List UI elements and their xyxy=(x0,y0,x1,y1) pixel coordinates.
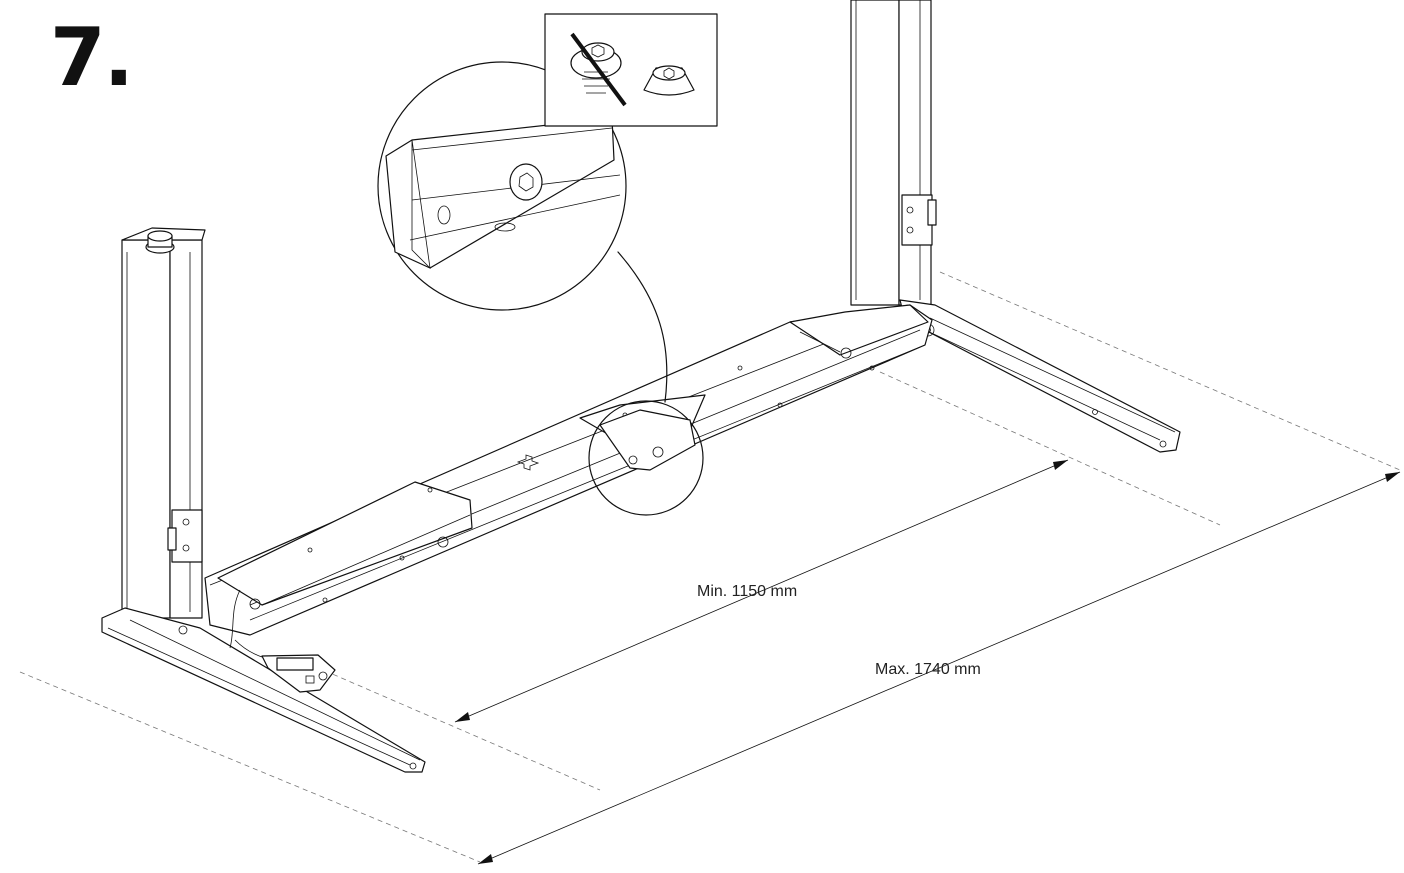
left-leg-column xyxy=(121,227,206,619)
max-dimension-line xyxy=(477,471,1401,865)
left-foot xyxy=(101,607,426,773)
detail-reference-circle xyxy=(588,400,704,516)
min-length-label: Min. 1150 mm xyxy=(697,583,798,600)
right-leg-column xyxy=(850,0,937,306)
max-length-label: Max. 1740 mm xyxy=(875,661,981,678)
screw-inset-box xyxy=(544,13,718,127)
crossbar-frame xyxy=(204,304,933,649)
step-number: 7. xyxy=(50,11,134,104)
bolt-with-washer-icon xyxy=(570,32,627,107)
min-dimension-line xyxy=(454,459,1069,723)
hand-control xyxy=(234,639,336,693)
washer-icon xyxy=(643,65,695,96)
right-foot xyxy=(899,299,1181,453)
dashed-guide-lines xyxy=(19,271,1401,863)
magnifier-leader-line xyxy=(617,251,668,403)
